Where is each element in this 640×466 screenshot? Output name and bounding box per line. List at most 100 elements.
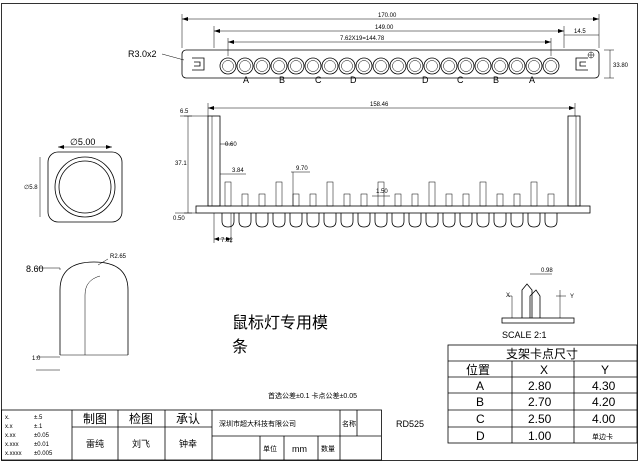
led-hole — [321, 57, 339, 75]
front-led-body — [238, 213, 252, 228]
dim-6-5: 6.5 — [180, 109, 189, 115]
tolerance-format: x.x — [5, 424, 13, 430]
led-hole — [406, 57, 424, 75]
led-hole-inner — [273, 60, 285, 72]
front-pin — [462, 193, 470, 207]
front-led-body — [272, 213, 286, 228]
dim-pitch-total: 7.62X19=144.78 — [340, 36, 385, 42]
led-hole-inner — [239, 60, 251, 72]
group-letter: C — [315, 75, 322, 85]
spec-table-cell: A — [476, 379, 484, 393]
front-led-body — [357, 213, 371, 228]
dim-9-70: 9.70 — [296, 166, 308, 172]
tolerance-format: x.xxx — [5, 442, 19, 448]
front-pin — [360, 193, 368, 207]
tolerance-format: x.xxxx — [5, 451, 22, 457]
spec-table-header-position: 位置 — [466, 362, 490, 377]
tolerance-value: ±.1 — [34, 424, 43, 430]
group-letter: A — [243, 75, 249, 85]
front-pin — [377, 181, 385, 207]
front-view: 158.46 6.5 0.60 37.1 3.84 0.50 9.70 1.50 — [173, 102, 591, 244]
led-hole — [253, 57, 271, 75]
led-hole — [219, 57, 237, 75]
led-hole-inner — [392, 60, 404, 72]
front-led-body — [323, 213, 337, 228]
dim-3-84: 3.84 — [232, 168, 244, 174]
front-led-body — [544, 213, 558, 228]
title-block-check-label: 检图 — [129, 411, 153, 426]
front-pin — [411, 193, 419, 207]
title-block-part-name: RD525 — [396, 419, 424, 429]
front-pin — [479, 181, 487, 207]
front-pin — [326, 181, 334, 207]
dim-end-offset: 14.5 — [574, 29, 586, 35]
led-hole-inner — [477, 60, 489, 72]
spec-table: 支架卡点尺寸 位置 X Y A 2.80 4.30 B 2.70 4.20 C … — [447, 344, 638, 444]
led-hole-inner — [409, 60, 421, 72]
spec-table-header-x: X — [540, 363, 548, 377]
drawing-title-line1: 鼠标灯专用模 — [232, 314, 328, 332]
front-pin — [394, 193, 402, 207]
dim-corner-radius: R3.0x2 — [128, 49, 157, 59]
scale-detail: X Y 0.98 SCALE 2:1 — [501, 268, 575, 340]
drawing-frame — [1, 3, 638, 461]
front-led-body — [459, 213, 473, 228]
dim-0-50: 0.50 — [173, 216, 185, 222]
spec-table-cell: 2.80 — [528, 379, 552, 393]
front-pin — [445, 193, 453, 207]
led-hole — [355, 57, 373, 75]
title-block-qty-label: 数量 — [321, 444, 335, 453]
front-led-body — [510, 213, 524, 228]
dim-scale: 0.98 — [541, 268, 553, 274]
led-hole-inner — [290, 60, 302, 72]
dim-0-60: 0.60 — [225, 142, 237, 148]
front-led-body — [527, 213, 541, 228]
top-view: 170.00 149.00 7.62X19=144.78 14.5 33.80 … — [128, 13, 629, 85]
front-pin — [513, 193, 521, 207]
led-hole — [423, 57, 441, 75]
title-block-unit: mm — [292, 444, 307, 454]
front-led-body — [221, 213, 235, 228]
front-led-body — [306, 213, 320, 228]
led-hole — [508, 57, 526, 75]
drawing-title-line2: 条 — [232, 338, 248, 356]
led-hole-inner — [256, 60, 268, 72]
led-hole-inner — [307, 60, 319, 72]
led-hole — [270, 57, 288, 75]
front-pin — [530, 181, 538, 207]
dim-1-50: 1.50 — [376, 189, 388, 195]
spec-table-cell: 2.70 — [528, 395, 552, 409]
front-pin — [547, 193, 555, 207]
led-top-view: ∅5.00 ∅5.8 — [24, 137, 123, 223]
group-letter: D — [422, 75, 429, 85]
led-hole-inner — [528, 60, 540, 72]
dim-led-diameter: ∅5.00 — [70, 137, 95, 147]
led-hole-inner — [358, 60, 370, 72]
front-pin — [428, 181, 436, 207]
front-pin — [275, 181, 283, 207]
front-pin — [309, 193, 317, 207]
led-hole-inner — [375, 60, 387, 72]
tolerance-value: ±0.005 — [34, 451, 53, 457]
front-led-body — [425, 213, 439, 228]
spec-table-title: 支架卡点尺寸 — [506, 347, 578, 361]
group-letter: B — [279, 75, 285, 85]
scale-y-axis: Y — [570, 294, 574, 300]
led-hole-row — [219, 57, 560, 75]
front-pin — [343, 193, 351, 207]
dim-front-span: 158.46 — [370, 102, 389, 108]
front-led-body — [340, 213, 354, 228]
led-hole-inner — [443, 60, 455, 72]
front-led-body — [374, 213, 388, 228]
led-hole-inner — [324, 60, 336, 72]
front-led-body — [442, 213, 456, 228]
spec-table-cell: 4.00 — [592, 412, 616, 426]
group-letter: C — [457, 75, 464, 85]
led-hole — [372, 57, 390, 75]
title-block-checker: 刘飞 — [132, 438, 150, 449]
led-hole — [236, 57, 254, 75]
led-hole-inner — [426, 60, 438, 72]
front-pin — [292, 193, 300, 207]
top-plate — [181, 49, 600, 79]
